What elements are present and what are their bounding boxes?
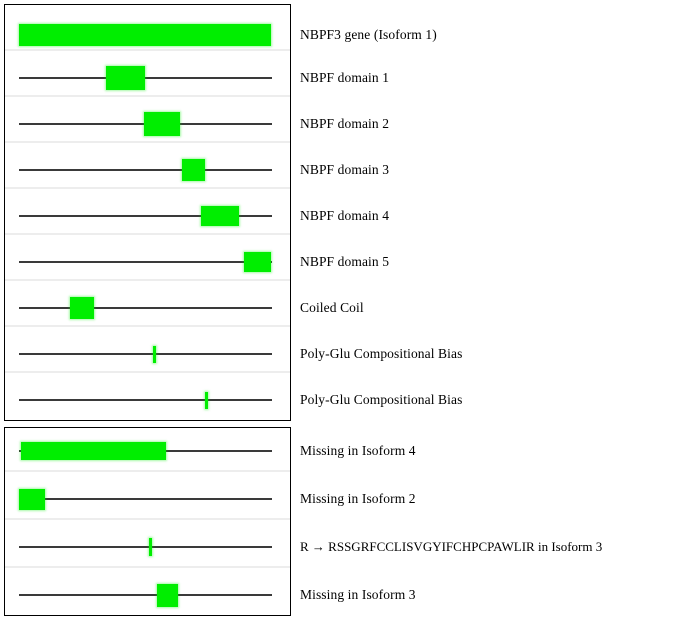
track-row[interactable]: NBPF domain 5 <box>0 233 676 285</box>
track-row[interactable]: NBPF domain 3 <box>0 141 676 193</box>
track-backbone-line <box>19 169 272 171</box>
feature-box[interactable] <box>201 206 239 226</box>
track-row[interactable]: Poly-Glu Compositional Bias <box>0 371 676 423</box>
track-row[interactable]: Poly-Glu Compositional Bias <box>0 325 676 377</box>
track-label: Missing in Isoform 3 <box>300 587 416 602</box>
row-separator <box>5 325 290 327</box>
feature-bar[interactable] <box>19 24 271 46</box>
row-separator <box>5 470 290 472</box>
feature-box[interactable] <box>70 297 94 319</box>
track-row[interactable]: R → RSSGRFCCLISVGYIFCHPCPAWLIR in Isofor… <box>0 518 676 570</box>
track-label: NBPF domain 5 <box>300 254 390 269</box>
track-row[interactable]: Missing in Isoform 3 <box>0 566 676 618</box>
track-label: NBPF3 gene (Isoform 1) <box>300 27 437 42</box>
track-label: NBPF domain 2 <box>300 116 390 131</box>
track-backbone-line <box>19 399 272 401</box>
feature-box[interactable] <box>157 583 178 607</box>
track-backbone-line <box>19 546 272 548</box>
row-separator <box>5 518 290 520</box>
row-separator <box>5 566 290 568</box>
track-row[interactable]: Missing in Isoform 2 <box>0 470 676 522</box>
track-row[interactable]: NBPF domain 1 <box>0 49 676 101</box>
feature-tick[interactable] <box>153 345 156 363</box>
row-separator <box>5 95 290 97</box>
track-label: Missing in Isoform 2 <box>300 491 416 506</box>
track-label: NBPF domain 4 <box>300 208 390 223</box>
feature-tick[interactable] <box>149 538 152 556</box>
main-feature-panel <box>4 4 291 421</box>
track-backbone-line <box>19 594 272 596</box>
feature-box[interactable] <box>244 252 271 272</box>
track-label: NBPF domain 3 <box>300 162 390 177</box>
track-row[interactable]: Coiled Coil <box>0 279 676 331</box>
row-separator <box>5 371 290 373</box>
row-separator <box>5 141 290 143</box>
track-backbone-line <box>19 77 272 79</box>
feature-box[interactable] <box>144 112 180 136</box>
track-backbone-line <box>19 307 272 309</box>
feature-box[interactable] <box>19 488 45 510</box>
feature-tick[interactable] <box>205 391 208 409</box>
row-separator <box>5 279 290 281</box>
track-row[interactable]: NBPF domain 4 <box>0 187 676 239</box>
track-label: NBPF domain 1 <box>300 70 390 85</box>
row-separator <box>5 187 290 189</box>
track-row[interactable]: NBPF3 gene (Isoform 1) <box>0 12 676 58</box>
track-label: R → RSSGRFCCLISVGYIFCHPCPAWLIR in Isofor… <box>300 539 603 554</box>
row-separator <box>5 49 290 51</box>
feature-box[interactable] <box>21 442 166 460</box>
track-backbone-line <box>19 353 272 355</box>
row-separator <box>5 233 290 235</box>
track-row[interactable]: NBPF domain 2 <box>0 95 676 147</box>
track-label: Coiled Coil <box>300 300 364 315</box>
track-backbone-line <box>19 261 272 263</box>
track-backbone-line <box>19 498 272 500</box>
track-backbone-line <box>19 215 272 217</box>
track-row[interactable]: Missing in Isoform 4 <box>0 428 676 474</box>
feature-box[interactable] <box>106 66 145 90</box>
track-label: Poly-Glu Compositional Bias <box>300 392 463 407</box>
track-label: Poly-Glu Compositional Bias <box>300 346 463 361</box>
track-label: Missing in Isoform 4 <box>300 443 416 458</box>
feature-box[interactable] <box>182 159 205 181</box>
